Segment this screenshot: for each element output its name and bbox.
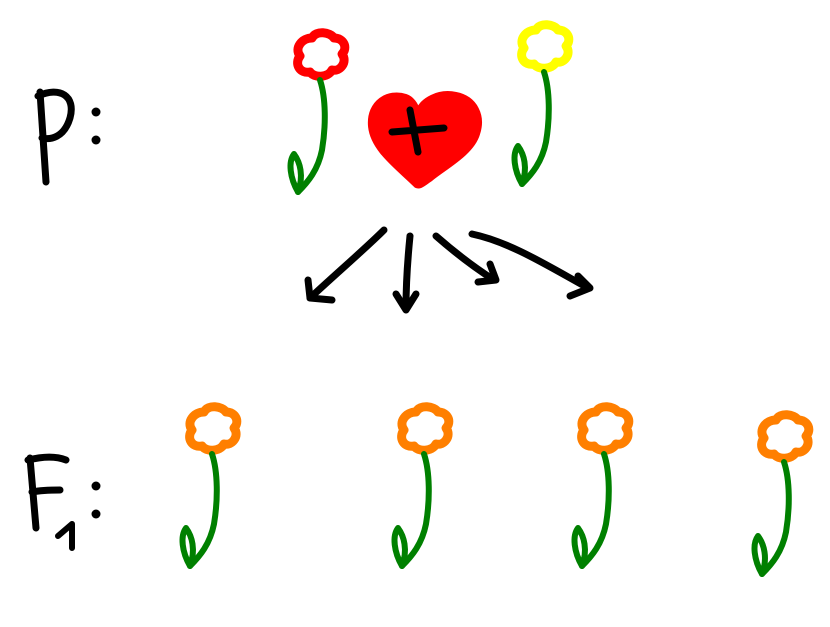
flower-petals [762, 415, 809, 459]
f1-label: F 1 [20, 457, 72, 548]
cross-heart: + [370, 93, 480, 186]
parent-generation: P : + [24, 25, 569, 192]
flower-leaf [755, 536, 765, 574]
f1-separator: : [90, 482, 101, 519]
flower-leaf [395, 528, 405, 566]
flower-drawing [395, 407, 449, 566]
flower-drawing [575, 407, 629, 566]
flower-petals [402, 407, 449, 451]
f1-flower [183, 407, 237, 566]
f1-generation: F 1 : [20, 407, 809, 574]
f1-flower [755, 415, 809, 574]
flower-leaf [575, 528, 585, 566]
f1-flower [395, 407, 449, 566]
flower-drawing [515, 25, 569, 184]
flower-petals [582, 407, 629, 451]
flower-drawing [183, 407, 237, 566]
parent-flower-red [291, 33, 345, 192]
flower-leaf [183, 528, 193, 566]
flower-drawing [291, 33, 345, 192]
flower-drawing [755, 415, 809, 574]
offspring-arrows [308, 230, 590, 310]
offspring-arrow [396, 236, 416, 310]
parent-separator: : [90, 108, 101, 145]
offspring-arrow [308, 230, 384, 300]
f1-flower [575, 407, 629, 566]
flower-petals [190, 407, 237, 451]
flower-leaf [515, 146, 525, 184]
parent-flower-yellow [515, 25, 569, 184]
parent-label: P [24, 92, 71, 182]
flower-petals [522, 25, 569, 69]
offspring-arrow [436, 236, 496, 282]
flower-leaf [291, 154, 301, 192]
flower-petals [298, 33, 345, 77]
